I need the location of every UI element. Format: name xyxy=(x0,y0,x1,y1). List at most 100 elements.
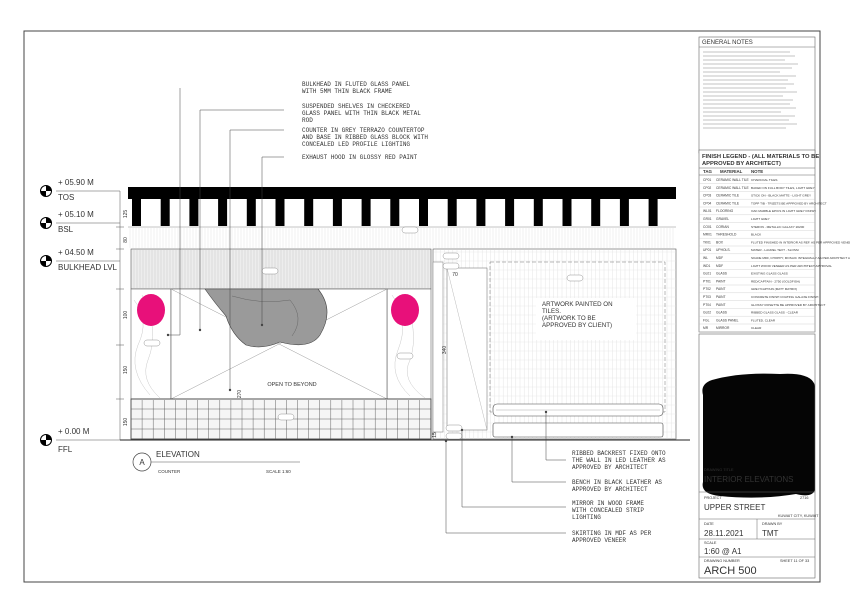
accent-blob xyxy=(391,294,419,326)
note-bench: BENCH IN BLACK LEATHER AS APPROVED BY AR… xyxy=(572,479,666,493)
open-to-beyond-label: OPEN TO BEYOND xyxy=(267,382,316,388)
dim-label: 100 xyxy=(123,311,129,320)
legend-note: EXISTING GLASS GLASS xyxy=(751,272,788,276)
legend-tag: GR01 xyxy=(703,217,712,221)
slab-tooth xyxy=(648,199,658,226)
elevation-subtitle: COUNTER xyxy=(158,469,181,474)
slab-tooth xyxy=(275,199,285,226)
slab-tooth xyxy=(189,199,199,226)
legend-material: PAINT xyxy=(716,303,725,307)
slab-tooth xyxy=(132,199,141,226)
material-tag xyxy=(442,252,460,260)
note-exhaust: EXHAUST HOOD IN GLOSSY RED PAINT xyxy=(302,154,418,161)
dim-label: 70 xyxy=(452,272,458,278)
general-notes-box xyxy=(698,36,816,154)
legend-material: THRESHOLD xyxy=(716,233,737,237)
material-tag xyxy=(143,339,161,347)
legend-header-material: MATERIAL xyxy=(720,169,743,174)
material-tag xyxy=(445,432,463,440)
legend-note: GLOSSY ROSETTE BE APPROVED BY ARCHITECT xyxy=(751,303,825,307)
legend-material: PAINT xyxy=(716,295,725,299)
artwork-note: ARTWORK PAINTED ON TILES. (ARTWORK TO BE… xyxy=(542,301,614,329)
slab-tooth xyxy=(419,199,428,226)
legend-note: CLEAR xyxy=(751,326,762,330)
project-label: PROJECT xyxy=(704,496,722,500)
legend-note: MATER - LAUREL TEXT - SLOSSI xyxy=(751,248,799,252)
legend-material: UPHOLS. xyxy=(716,248,731,252)
legend-note: FLUTED, CLEAR xyxy=(751,318,776,322)
note-line: COUNTER IN GREY TERRAZO COUNTERTOP xyxy=(302,127,425,134)
dim-label: 15 xyxy=(432,432,438,438)
legend-tag: MR01 xyxy=(703,233,712,237)
level-value: + 04.50 M xyxy=(58,248,94,257)
material-tag xyxy=(566,274,584,282)
note-line: ROD xyxy=(302,117,313,124)
legend-note: LIGHT GREY xyxy=(751,217,770,221)
dim-label: 270 xyxy=(237,390,243,399)
note-line: WITH CONCEALED STRIP xyxy=(572,507,644,514)
legend-tag: PT04 xyxy=(703,303,711,307)
dim-label: 340 xyxy=(442,346,448,355)
legend-note: STICK ON - BLACK MATTE - LIGHT GREY xyxy=(751,194,811,198)
legend-tag: TK01 xyxy=(703,240,711,244)
legend-tag: CP01 xyxy=(703,178,711,182)
legend-note: CHARCOAL TILES xyxy=(751,178,777,182)
redacted-block xyxy=(702,373,815,498)
drawing-title: INTERIOR ELEVATIONS xyxy=(704,475,794,484)
finish-legend-title-line: APPROVED BY ARCHITECT) xyxy=(702,161,781,167)
legend-material: GRAVEL xyxy=(716,217,729,221)
legend-material: MDF xyxy=(716,264,723,268)
drawing-number: ARCH 500 xyxy=(704,565,757,577)
note-line: SUSPENDED SHELVES IN CHECKERED xyxy=(302,103,410,110)
notes-panel: GENERAL NOTES FINISH LEGEND - (ALL MATER… xyxy=(698,36,850,579)
slab-tooth xyxy=(246,199,256,226)
elevation-marker-letter: A xyxy=(139,458,145,467)
slab-tooth xyxy=(304,199,314,226)
note-line: THE WALL IN LED LEATHER AS xyxy=(572,457,666,464)
legend-row: PT04 PAINT GLOSSY ROSETTE BE APPROVED BY A… xyxy=(699,303,825,309)
drawing-title-label: DRAWING TITLE xyxy=(704,468,734,472)
legend-tag: CO01 xyxy=(703,225,712,229)
legend-tag: PT01 xyxy=(703,279,711,283)
legend-material: GLASS PANEL xyxy=(716,318,739,322)
material-tags xyxy=(143,226,584,440)
note-counter: COUNTER IN GREY TERRAZO COUNTERTOP AND B… xyxy=(302,127,432,148)
note-line: APPROVED BY ARCHITECT xyxy=(572,486,648,493)
slab-tooth xyxy=(533,199,543,226)
legend-material: FLOORING xyxy=(716,209,734,213)
note-backrest: RIBBED BACKREST FIXED ONTO THE WALL IN L… xyxy=(572,450,669,471)
dim-label: 150 xyxy=(123,366,129,375)
legend-tag: PT03 xyxy=(703,295,711,299)
slab-tooth xyxy=(619,199,629,226)
note-mirror: MIRROR IN WOOD FRAME WITH CONCEALED STRI… xyxy=(572,500,648,521)
material-tag xyxy=(277,413,295,421)
legend-tag: CP03 xyxy=(703,194,711,198)
note-line: CONCEALED LED PROFILE LIGHTING xyxy=(302,141,410,148)
legend-material: CERAMIC WALL TILE xyxy=(716,186,749,190)
scale-label: SCALE xyxy=(704,541,717,545)
date-label: DATE xyxy=(704,522,714,526)
note-line: WITH 5MM THIN BLACK FRAME xyxy=(302,88,392,95)
drawing-number-label: DRAWING NUMBER xyxy=(704,559,740,563)
level-name: FFL xyxy=(58,445,73,454)
accent-blob xyxy=(137,294,165,326)
level-value: + 05.90 M xyxy=(58,178,94,187)
slab-tooth xyxy=(361,199,371,226)
note-line: AND BASE IN RIBBED GLASS BLOCK WITH xyxy=(302,134,428,141)
level-marker-bulkhead: + 04.50 M BULKHEAD LVL xyxy=(40,248,120,272)
elevation-title: A ELEVATION COUNTER SCALE 1:60 xyxy=(132,450,300,474)
legend-tag: WD1 xyxy=(703,264,710,268)
material-tag xyxy=(396,352,414,360)
bench xyxy=(492,422,664,438)
